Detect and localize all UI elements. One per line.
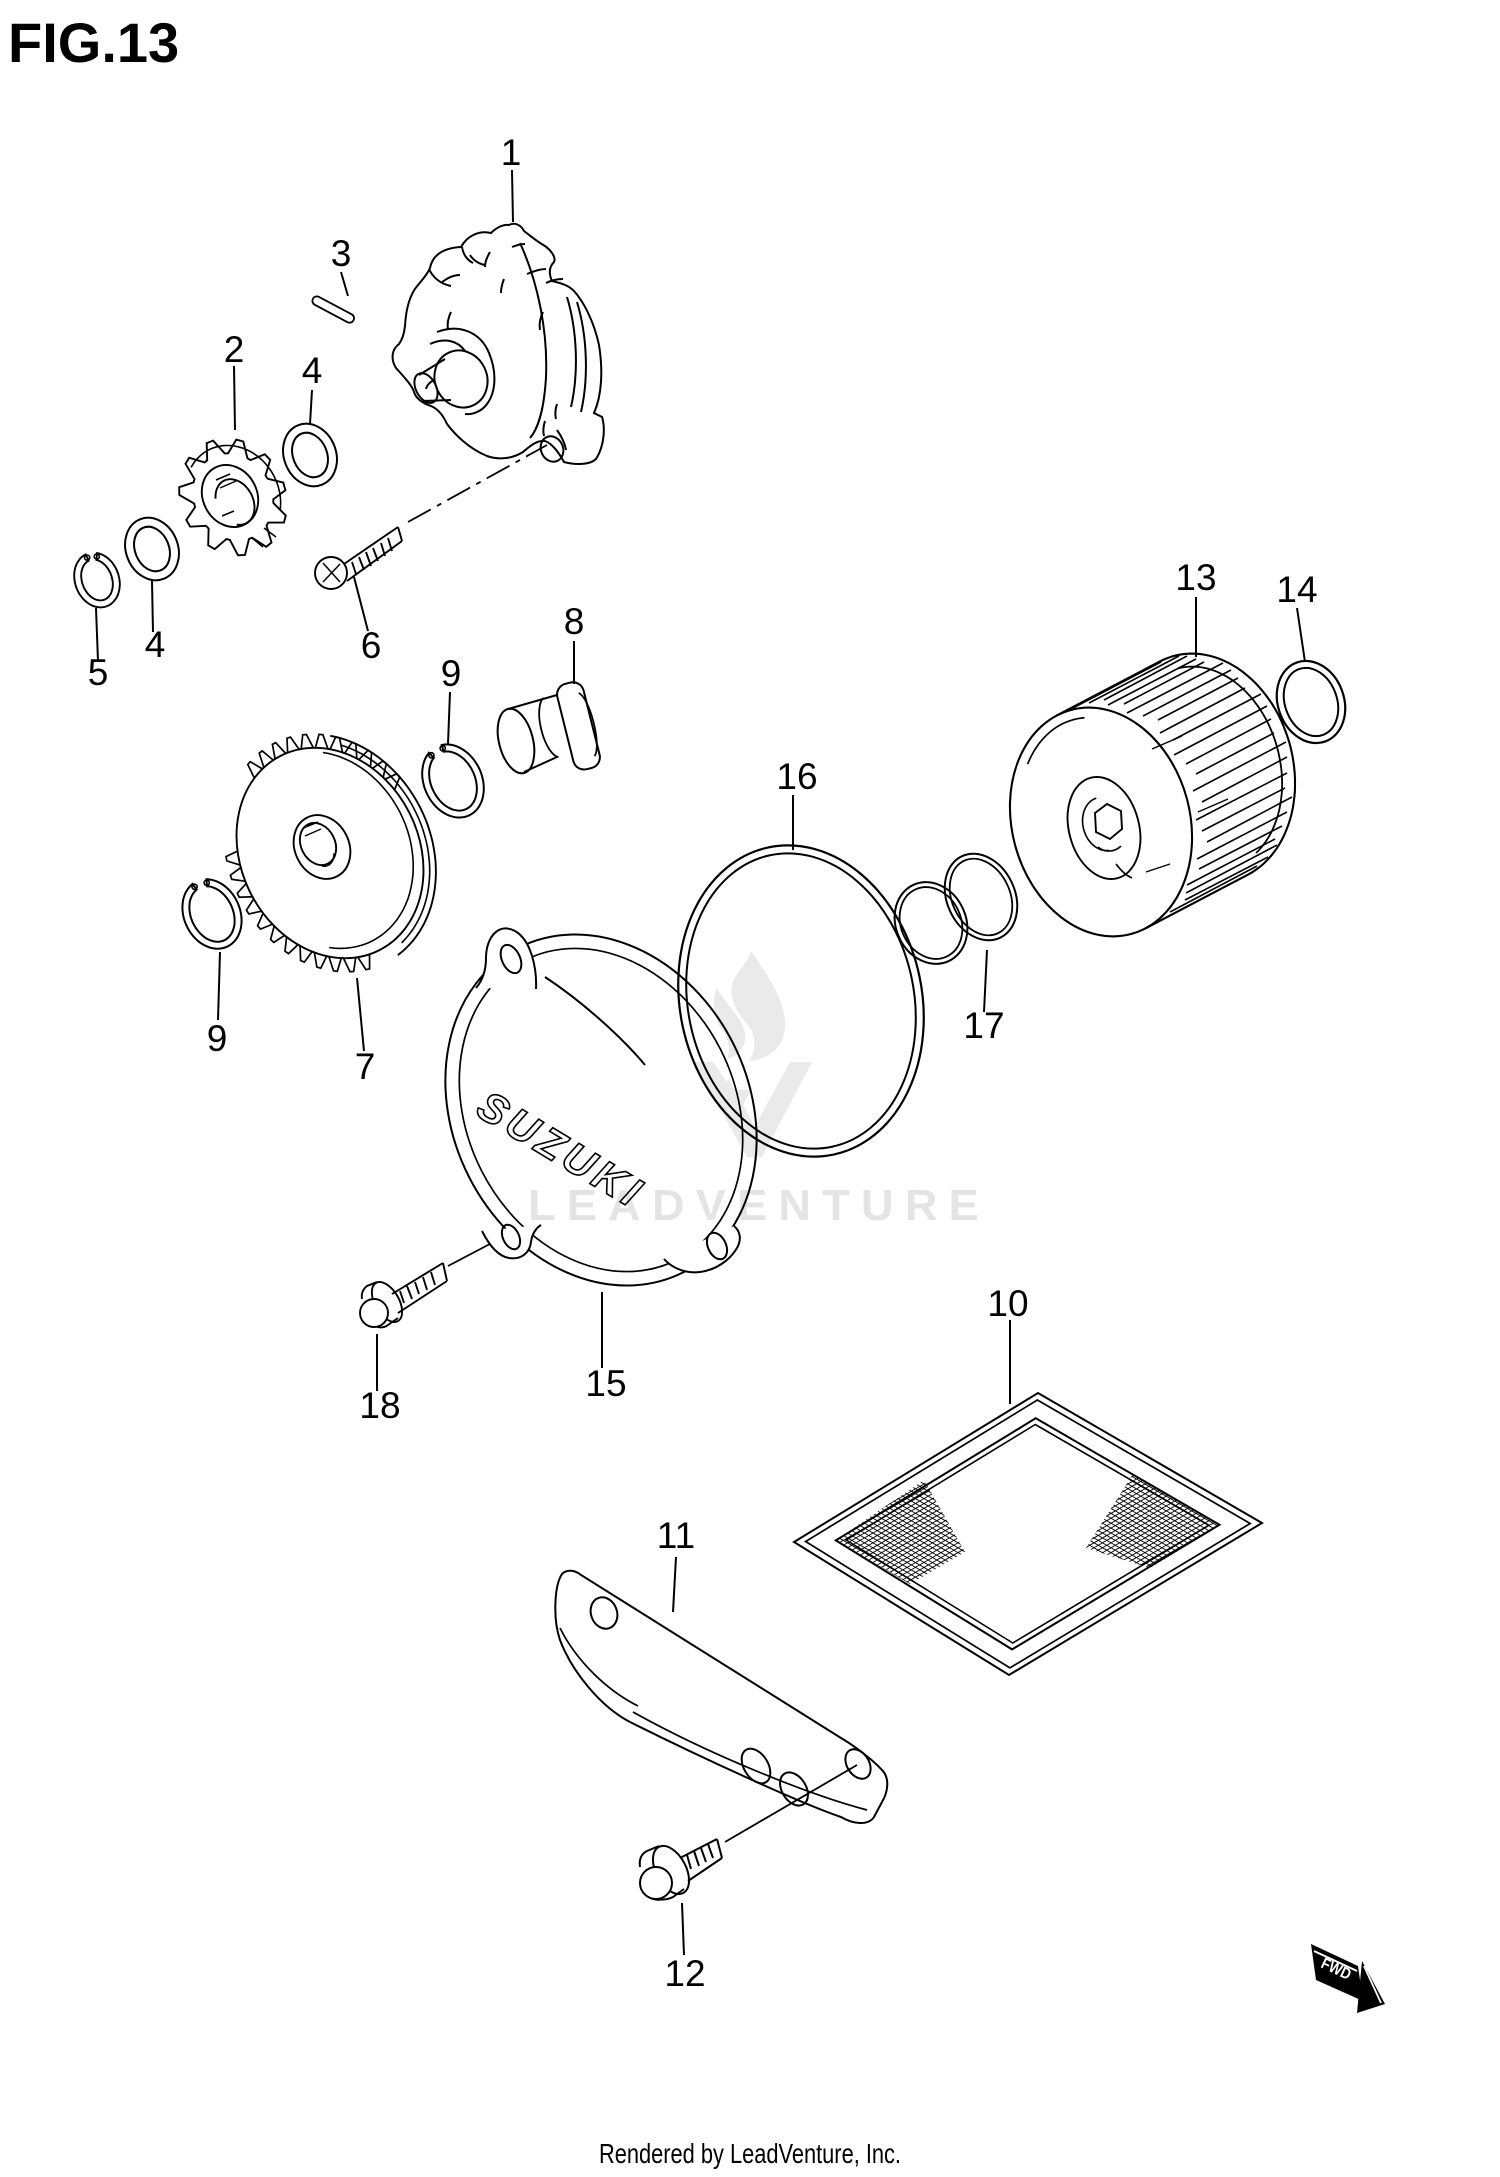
svg-text:6: 6 <box>361 625 382 666</box>
svg-text:12: 12 <box>664 1953 705 1994</box>
svg-text:9: 9 <box>207 1018 228 1059</box>
svg-text:4: 4 <box>145 624 166 665</box>
svg-text:18: 18 <box>359 1385 400 1426</box>
svg-text:8: 8 <box>564 601 585 642</box>
svg-text:10: 10 <box>987 1283 1028 1324</box>
svg-text:Rendered by LeadVenture, Inc.: Rendered by LeadVenture, Inc. <box>599 2138 901 2169</box>
svg-text:13: 13 <box>1175 557 1216 598</box>
svg-text:3: 3 <box>331 233 352 274</box>
svg-text:9: 9 <box>441 653 462 694</box>
svg-text:4: 4 <box>302 350 323 391</box>
svg-text:5: 5 <box>88 652 109 693</box>
svg-text:17: 17 <box>963 1005 1004 1046</box>
svg-text:11: 11 <box>657 1515 695 1556</box>
svg-text:1: 1 <box>501 132 522 173</box>
svg-text:16: 16 <box>776 756 817 797</box>
svg-text:LEADVENTURE: LEADVENTURE <box>528 1181 990 1230</box>
svg-text:FIG.13: FIG.13 <box>8 11 179 74</box>
svg-text:15: 15 <box>585 1363 626 1404</box>
svg-text:7: 7 <box>355 1046 376 1087</box>
svg-text:14: 14 <box>1276 569 1317 610</box>
svg-text:2: 2 <box>224 329 245 370</box>
